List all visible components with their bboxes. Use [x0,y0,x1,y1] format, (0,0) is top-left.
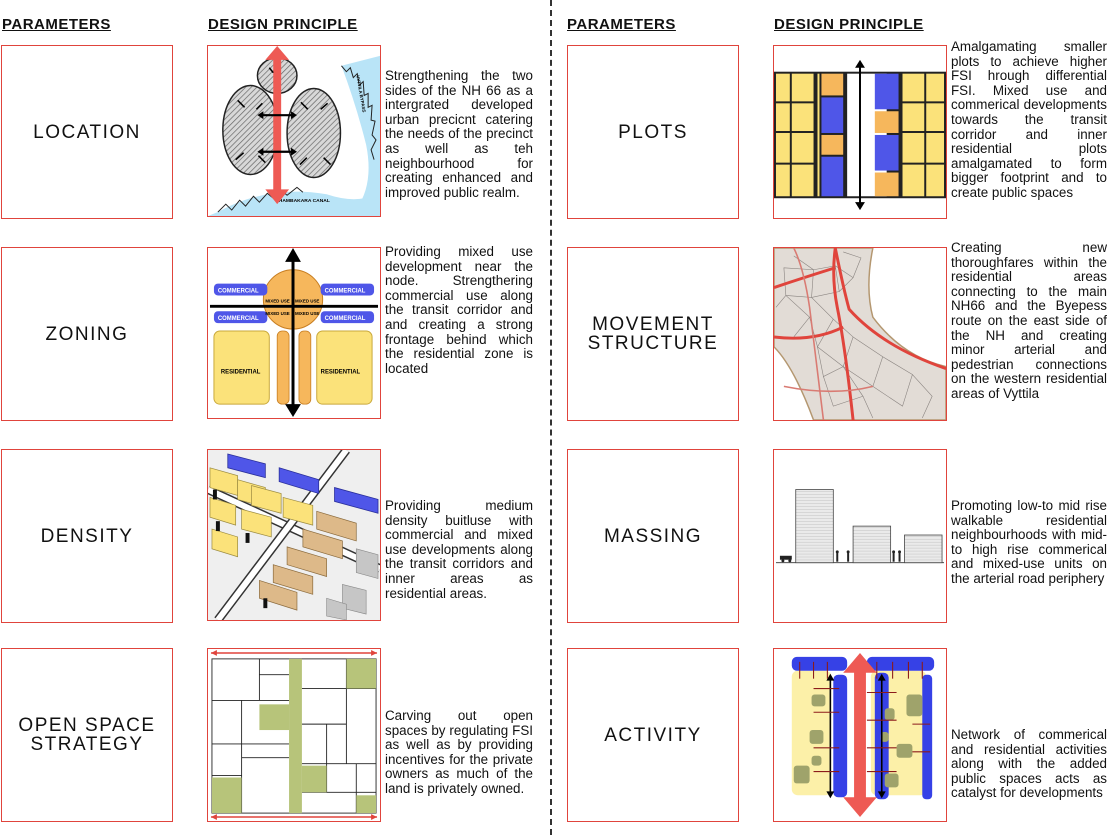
mixed-use-label: MIXED USE [295,311,319,316]
parameter-label: DENSITY [40,525,134,547]
bypass-label: VYTTILA BYPASS [355,75,366,113]
right-design-principle-header: DESIGN PRINCIPLE [774,16,924,33]
parameter-massing: MASSING [567,449,739,623]
description-density: Providing medium density buitluse with c… [385,498,533,601]
parameter-label-line2: STRUCTURE [587,333,719,354]
diagram-open-space [207,648,381,822]
diagram-massing [773,449,947,623]
residential-label: RESIDENTIAL [321,370,361,376]
parameter-open-space-strategy: OPEN SPACE STRATEGY [1,648,173,822]
commercial-label: COMMERCIAL [218,288,259,294]
parameter-movement-structure: MOVEMENT STRUCTURE [567,247,739,421]
parameter-label: PLOTS [618,121,688,143]
parameter-plots: PLOTS [567,45,739,219]
diagram-activity [773,648,947,822]
commercial-label: COMMERCIAL [325,288,366,294]
open-space-diagram-graphic [210,649,378,821]
description-massing: Promoting low-to mid rise walkable resid… [951,498,1107,586]
parameter-label: ZONING [45,323,129,345]
description-zoning: Providing mixed use development near the… [385,244,533,376]
parameter-activity: ACTIVITY [567,648,739,822]
parameter-label: ACTIVITY [604,724,702,746]
residential-label: RESIDENTIAL [221,370,261,376]
plots-diagram-graphic [774,59,946,211]
zoning-diagram-graphic: COMMERCIAL COMMERCIAL COMMERCIAL COMMERC… [209,248,379,418]
parameter-zoning: ZONING [1,247,173,421]
diagram-density [207,449,381,621]
left-parameters-header: PARAMETERS [2,16,111,33]
description-activity: Network of commerical and residential ac… [951,727,1107,801]
parameter-location: LOCATION [1,45,173,219]
diagram-zoning: COMMERCIAL COMMERCIAL COMMERCIAL COMMERC… [207,247,381,419]
parameter-label-line1: MOVEMENT [592,314,714,335]
right-parameters-header: PARAMETERS [567,16,676,33]
column-divider [550,0,552,835]
density-diagram-graphic [208,450,380,620]
parameter-density: DENSITY [1,449,173,623]
parameter-label-line2: STRATEGY [30,734,144,755]
massing-diagram-graphic [775,489,945,564]
description-movement: Creating new thoroughfares within the re… [951,240,1107,401]
activity-diagram-graphic [791,652,935,818]
description-open-space: Carving out open spaces by regulating FS… [385,708,533,796]
left-design-principle-header: DESIGN PRINCIPLE [208,16,358,33]
description-location: Strengthening the two sides of the NH 66… [385,68,533,200]
location-diagram-graphic: CHAMBAKARA CANAL VYTTILA BYPASS [208,46,380,216]
commercial-label: COMMERCIAL [325,316,366,322]
mixed-use-label: MIXED USE [295,298,319,303]
movement-diagram-graphic [774,248,946,420]
commercial-label: COMMERCIAL [218,316,259,322]
parameter-label: MASSING [603,525,703,547]
diagram-movement [773,247,947,421]
mixed-use-label: MIXED USE [265,311,289,316]
diagram-plots [773,45,947,219]
description-plots: Amalgamating smaller plots to achieve hi… [951,39,1107,200]
parameter-label-line1: OPEN SPACE [18,715,156,736]
diagram-location: CHAMBAKARA CANAL VYTTILA BYPASS [207,45,381,217]
parameter-label: LOCATION [33,121,141,143]
canal-label: CHAMBAKARA CANAL [275,198,330,204]
mixed-use-label: MIXED USE [265,298,289,303]
